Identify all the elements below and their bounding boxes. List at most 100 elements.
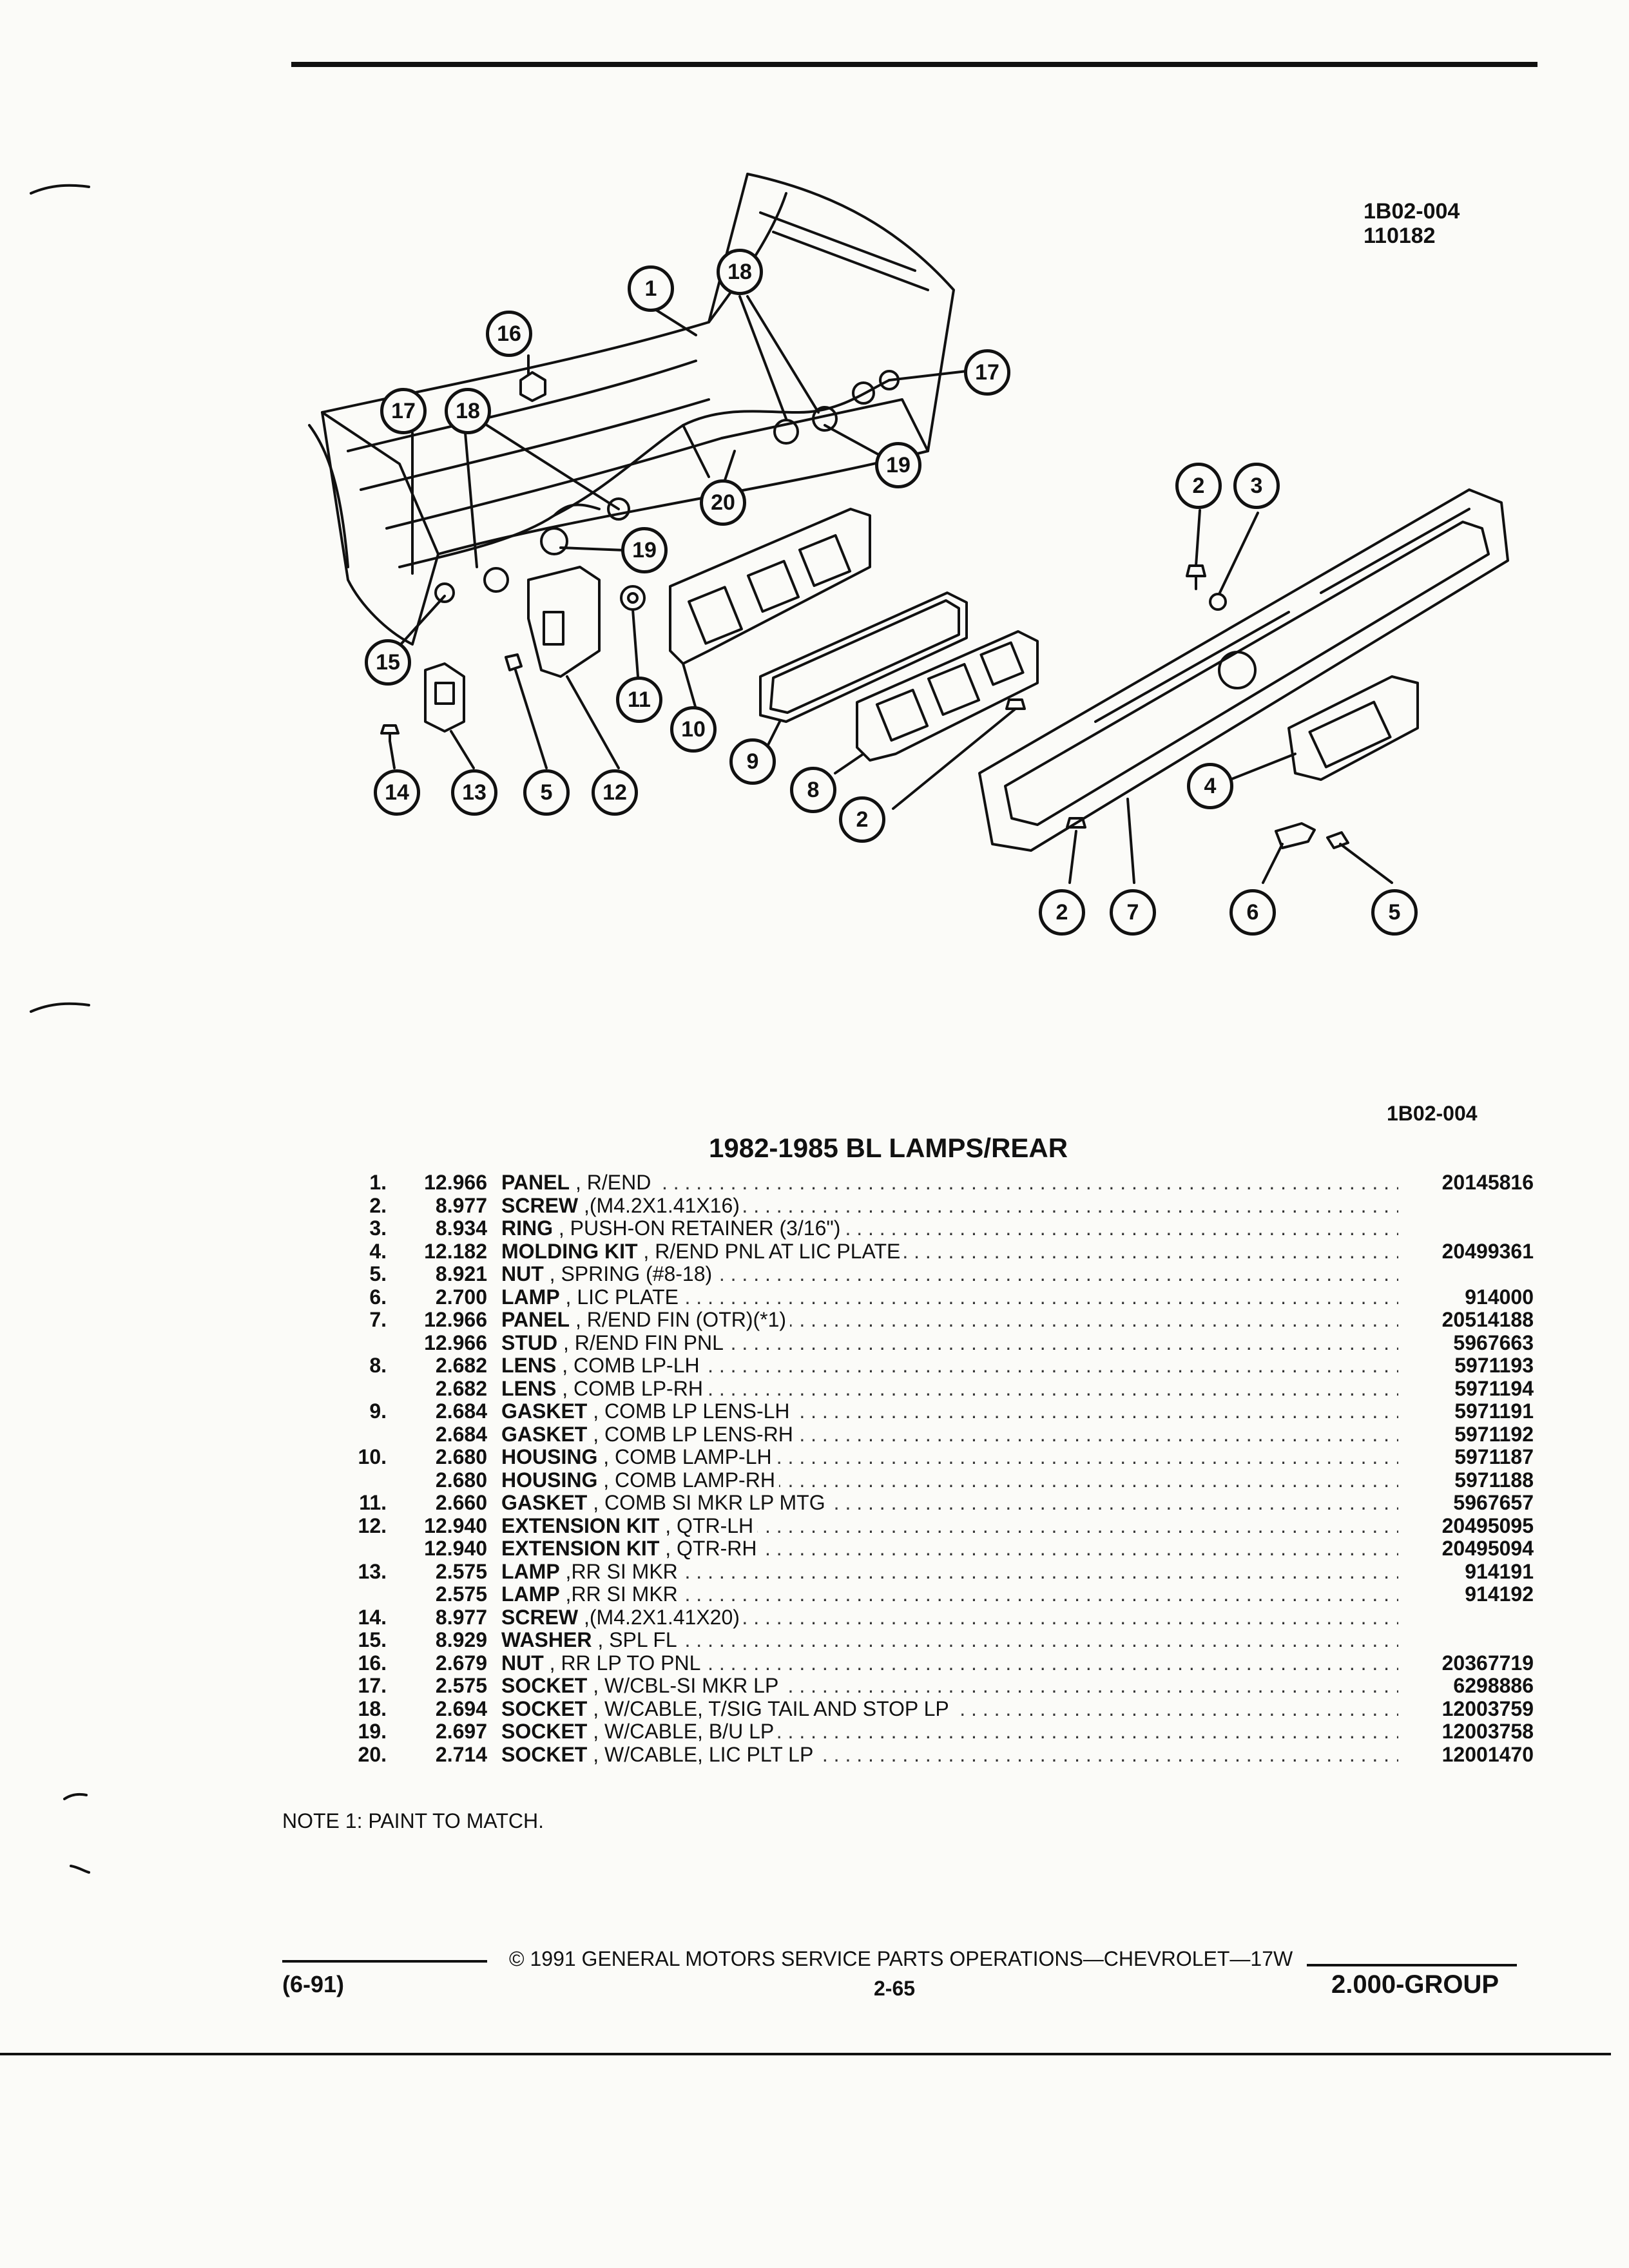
ref-number: 8. <box>369 1354 387 1377</box>
group-number: 2.682 <box>435 1376 487 1400</box>
parts-list-title: 1982-1985 BL LAMPS/REAR <box>709 1133 1068 1163</box>
callout-19-left: 19 <box>621 527 668 573</box>
part-detail: , SPL FL <box>597 1628 677 1651</box>
parts-row: 2.8.977 . . . . . . . . . . . . . . . . … <box>335 1193 1534 1218</box>
callout-20: 20 <box>700 479 746 526</box>
callout-2: 2 <box>1175 463 1222 509</box>
part-name: SCREW <box>501 1605 579 1629</box>
ref-number: 16. <box>358 1651 387 1675</box>
exploded-parts-diagram <box>308 173 1509 884</box>
part-detail: ,RR SI MKR <box>565 1559 678 1583</box>
part-detail: , QTR-LH <box>665 1514 754 1537</box>
ref-number: 18. <box>358 1696 387 1720</box>
callout-18-left: 18 <box>445 388 491 434</box>
group-number: 12.940 <box>424 1514 487 1537</box>
group-number: 12.966 <box>424 1308 487 1331</box>
part-name: LAMP <box>501 1559 560 1583</box>
callout-9: 9 <box>729 738 776 785</box>
ref-number: 7. <box>369 1308 387 1331</box>
part-description: NUT , RR LP TO PNL <box>501 1651 705 1675</box>
group-number: 2.575 <box>435 1559 487 1583</box>
callout-17-left: 17 <box>380 388 427 434</box>
part-description: PANEL , R/END FIN (OTR)(*1) <box>501 1309 791 1331</box>
part-name: RING <box>501 1216 553 1240</box>
part-name: SOCKET <box>501 1696 588 1720</box>
part-description: SCREW ,(M4.2X1.41X16) <box>501 1193 744 1217</box>
part-number: 20499361 <box>1441 1239 1534 1263</box>
parts-list: 1.12.966 . . . . . . . . . . . . . . . .… <box>335 1171 1534 1766</box>
copyright-line: © 1991 GENERAL MOTORS SERVICE PARTS OPER… <box>509 1947 1293 1970</box>
part-description: LENS , COMB LP-RH <box>501 1377 707 1400</box>
part-description: WASHER , SPL FL <box>501 1629 681 1651</box>
part-number: 12001470 <box>1441 1742 1534 1766</box>
callout-3: 3 <box>1233 463 1280 509</box>
callout-2-bottom: 2 <box>1039 889 1085 936</box>
part-detail: ,RR SI MKR <box>565 1582 678 1606</box>
part-detail: , COMB LP LENS-RH <box>593 1422 793 1446</box>
parts-row: 2.680 . . . . . . . . . . . . . . . . . … <box>335 1468 1534 1492</box>
part-number: 914192 <box>1465 1582 1534 1606</box>
part-name: NUT <box>501 1651 544 1675</box>
parts-row: 1.12.966 . . . . . . . . . . . . . . . .… <box>335 1171 1534 1195</box>
parts-row: 3.8.934 . . . . . . . . . . . . . . . . … <box>335 1217 1534 1240</box>
group-number: 2.697 <box>435 1720 487 1743</box>
part-number: 5971187 <box>1454 1445 1534 1468</box>
ref-number: 20. <box>358 1742 387 1766</box>
part-detail: , PUSH-ON RETAINER (3/16") <box>558 1216 841 1240</box>
ref-number: 17. <box>358 1674 387 1697</box>
part-description: SOCKET , W/CABLE, T/SIG TAIL AND STOP LP <box>501 1696 953 1720</box>
part-description: HOUSING , COMB LAMP-LH <box>501 1446 776 1468</box>
group-number: 12.182 <box>424 1239 487 1263</box>
part-detail: , COMB LAMP-RH <box>603 1468 775 1492</box>
group-number: 8.934 <box>435 1216 487 1240</box>
group-number: 2.682 <box>435 1354 487 1377</box>
callout-5: 5 <box>523 769 570 816</box>
callout-2-middle: 2 <box>839 796 885 843</box>
part-number: 20495095 <box>1441 1514 1534 1537</box>
parts-row: 4.12.182 . . . . . . . . . . . . . . . .… <box>335 1240 1534 1264</box>
ref-number: 14. <box>358 1605 387 1629</box>
group-number: 2.660 <box>435 1491 487 1514</box>
callout-11: 11 <box>616 677 662 723</box>
part-name: SOCKET <box>501 1742 588 1766</box>
parts-row: 18.2.694 . . . . . . . . . . . . . . . .… <box>335 1696 1534 1721</box>
callout-14: 14 <box>374 769 420 816</box>
part-name: SOCKET <box>501 1674 588 1697</box>
part-name: HOUSING <box>501 1445 598 1468</box>
part-description: RING , PUSH-ON RETAINER (3/16") <box>501 1216 845 1240</box>
part-name: SCREW <box>501 1193 579 1217</box>
callout-15: 15 <box>365 639 411 686</box>
parts-row: 8.2.682 . . . . . . . . . . . . . . . . … <box>335 1354 1534 1378</box>
part-name: GASKET <box>501 1399 588 1423</box>
group-number: 8.977 <box>435 1605 487 1629</box>
parts-row: 20.2.714 . . . . . . . . . . . . . . . .… <box>335 1742 1534 1767</box>
part-detail: , W/CBL-SI MKR LP <box>593 1674 779 1697</box>
part-number: 20514188 <box>1441 1308 1534 1331</box>
part-name: HOUSING <box>501 1468 598 1492</box>
part-name: NUT <box>501 1262 544 1285</box>
group-label: 2.000-GROUP <box>1331 1970 1499 1999</box>
part-detail: , COMB LAMP-LH <box>603 1445 772 1468</box>
parts-row: 17.2.575 . . . . . . . . . . . . . . . .… <box>335 1675 1534 1698</box>
part-description: LENS , COMB LP-LH <box>501 1354 704 1377</box>
ref-number: 11. <box>359 1491 387 1514</box>
ref-number: 5. <box>369 1262 387 1285</box>
part-description: PANEL , R/END <box>501 1171 655 1194</box>
part-name: SOCKET <box>501 1720 588 1743</box>
part-detail: , W/CABLE, LIC PLT LP <box>593 1742 814 1766</box>
part-number: 20367719 <box>1441 1651 1534 1675</box>
group-number: 8.977 <box>435 1193 487 1217</box>
part-number: 914000 <box>1465 1285 1534 1309</box>
group-number: 2.684 <box>435 1422 487 1446</box>
group-number: 2.714 <box>435 1742 487 1766</box>
part-detail: , RR LP TO PNL <box>549 1651 701 1675</box>
part-description: LAMP ,RR SI MKR <box>501 1583 682 1606</box>
callout-12: 12 <box>592 769 638 816</box>
parts-list-ref-id: 1B02-004 <box>1387 1102 1478 1125</box>
part-number: 12003759 <box>1441 1696 1534 1720</box>
part-detail: , R/END FIN PNL <box>563 1331 724 1354</box>
ref-number: 1. <box>369 1171 387 1194</box>
callout-1: 1 <box>628 265 674 312</box>
parts-row: 7.12.966 . . . . . . . . . . . . . . . .… <box>335 1309 1534 1332</box>
part-detail: , W/CABLE, T/SIG TAIL AND STOP LP <box>593 1696 949 1720</box>
